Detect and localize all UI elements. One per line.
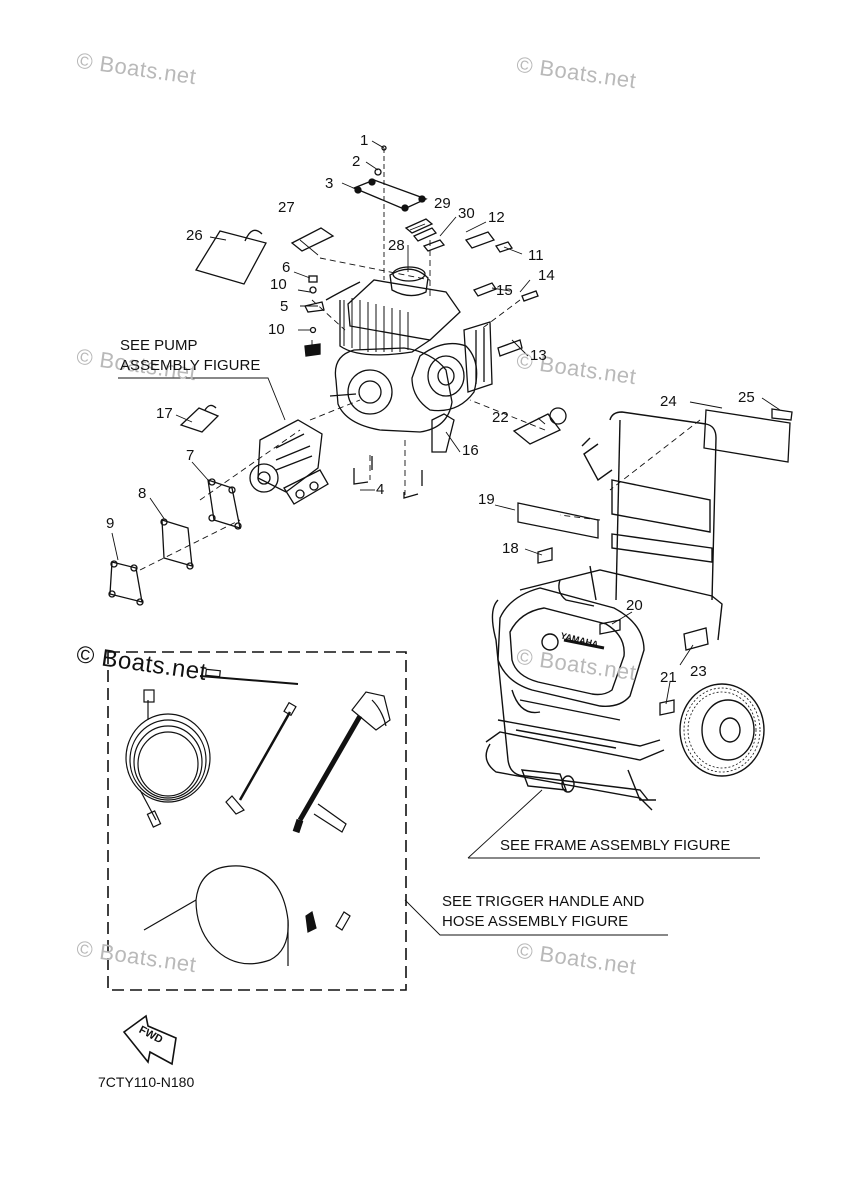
forward-arrow bbox=[122, 1014, 177, 1066]
callout-25: 25 bbox=[738, 389, 755, 406]
see-pump-line-1: SEE PUMP bbox=[120, 337, 198, 354]
hose-kit-drawing bbox=[125, 668, 391, 966]
callout-21: 21 bbox=[660, 669, 677, 686]
drawing-code: 7CTY110-N180 bbox=[98, 1074, 195, 1090]
callout-11: 11 bbox=[528, 247, 544, 264]
callout-2: 2 bbox=[352, 153, 361, 170]
callout-13: 13 bbox=[530, 347, 547, 364]
label-parts bbox=[179, 218, 793, 716]
callout-10: 10 bbox=[268, 321, 285, 338]
mounting-plates bbox=[108, 478, 242, 606]
see-trigger-line-1: SEE TRIGGER HANDLE AND bbox=[442, 893, 645, 910]
callout-12: 12 bbox=[488, 209, 505, 226]
mount-bolts bbox=[353, 456, 423, 499]
callout-7: 7 bbox=[186, 447, 195, 464]
callout-28: 28 bbox=[388, 237, 405, 254]
callout-26: 26 bbox=[186, 227, 203, 244]
callout-1: 1 bbox=[360, 132, 369, 149]
callout-22: 22 bbox=[492, 409, 509, 426]
callout-23: 23 bbox=[690, 663, 707, 680]
callout-6: 6 bbox=[282, 259, 291, 276]
see-pump-line-2: ASSEMBLY FIGURE bbox=[120, 357, 261, 374]
callout-8: 8 bbox=[138, 485, 147, 502]
see-trigger-line-2: HOSE ASSEMBLY FIGURE bbox=[442, 913, 629, 930]
callout-17: 17 bbox=[156, 405, 173, 422]
leader-lines bbox=[111, 140, 781, 936]
pump-drawing bbox=[249, 419, 329, 505]
top-hardware bbox=[352, 145, 428, 212]
trigger-hose-kit-boundary bbox=[107, 651, 407, 991]
see-frame-note: SEE FRAME ASSEMBLY FIGURE bbox=[500, 837, 731, 854]
callout-15: 15 bbox=[496, 282, 513, 299]
callout-24: 24 bbox=[660, 393, 677, 410]
callout-19: 19 bbox=[478, 491, 495, 508]
callout-10: 10 bbox=[270, 276, 287, 293]
callout-20: 20 bbox=[626, 597, 643, 614]
fuel-fittings bbox=[304, 275, 325, 357]
frame-drawing bbox=[485, 411, 765, 811]
engine-drawing bbox=[325, 266, 493, 433]
callout-9: 9 bbox=[106, 515, 115, 532]
callout-16: 16 bbox=[462, 442, 479, 459]
callout-29: 29 bbox=[434, 195, 451, 212]
see-pump-note: SEE PUMP ASSEMBLY FIGURE bbox=[120, 336, 260, 376]
callout-3: 3 bbox=[325, 175, 334, 192]
callout-14: 14 bbox=[538, 267, 555, 284]
callout-5: 5 bbox=[280, 298, 289, 315]
callout-4: 4 bbox=[376, 481, 385, 498]
callout-30: 30 bbox=[458, 205, 475, 222]
callout-27: 27 bbox=[278, 199, 295, 216]
see-trigger-note: SEE TRIGGER HANDLE AND HOSE ASSEMBLY FIG… bbox=[442, 892, 644, 932]
callout-18: 18 bbox=[502, 540, 519, 557]
